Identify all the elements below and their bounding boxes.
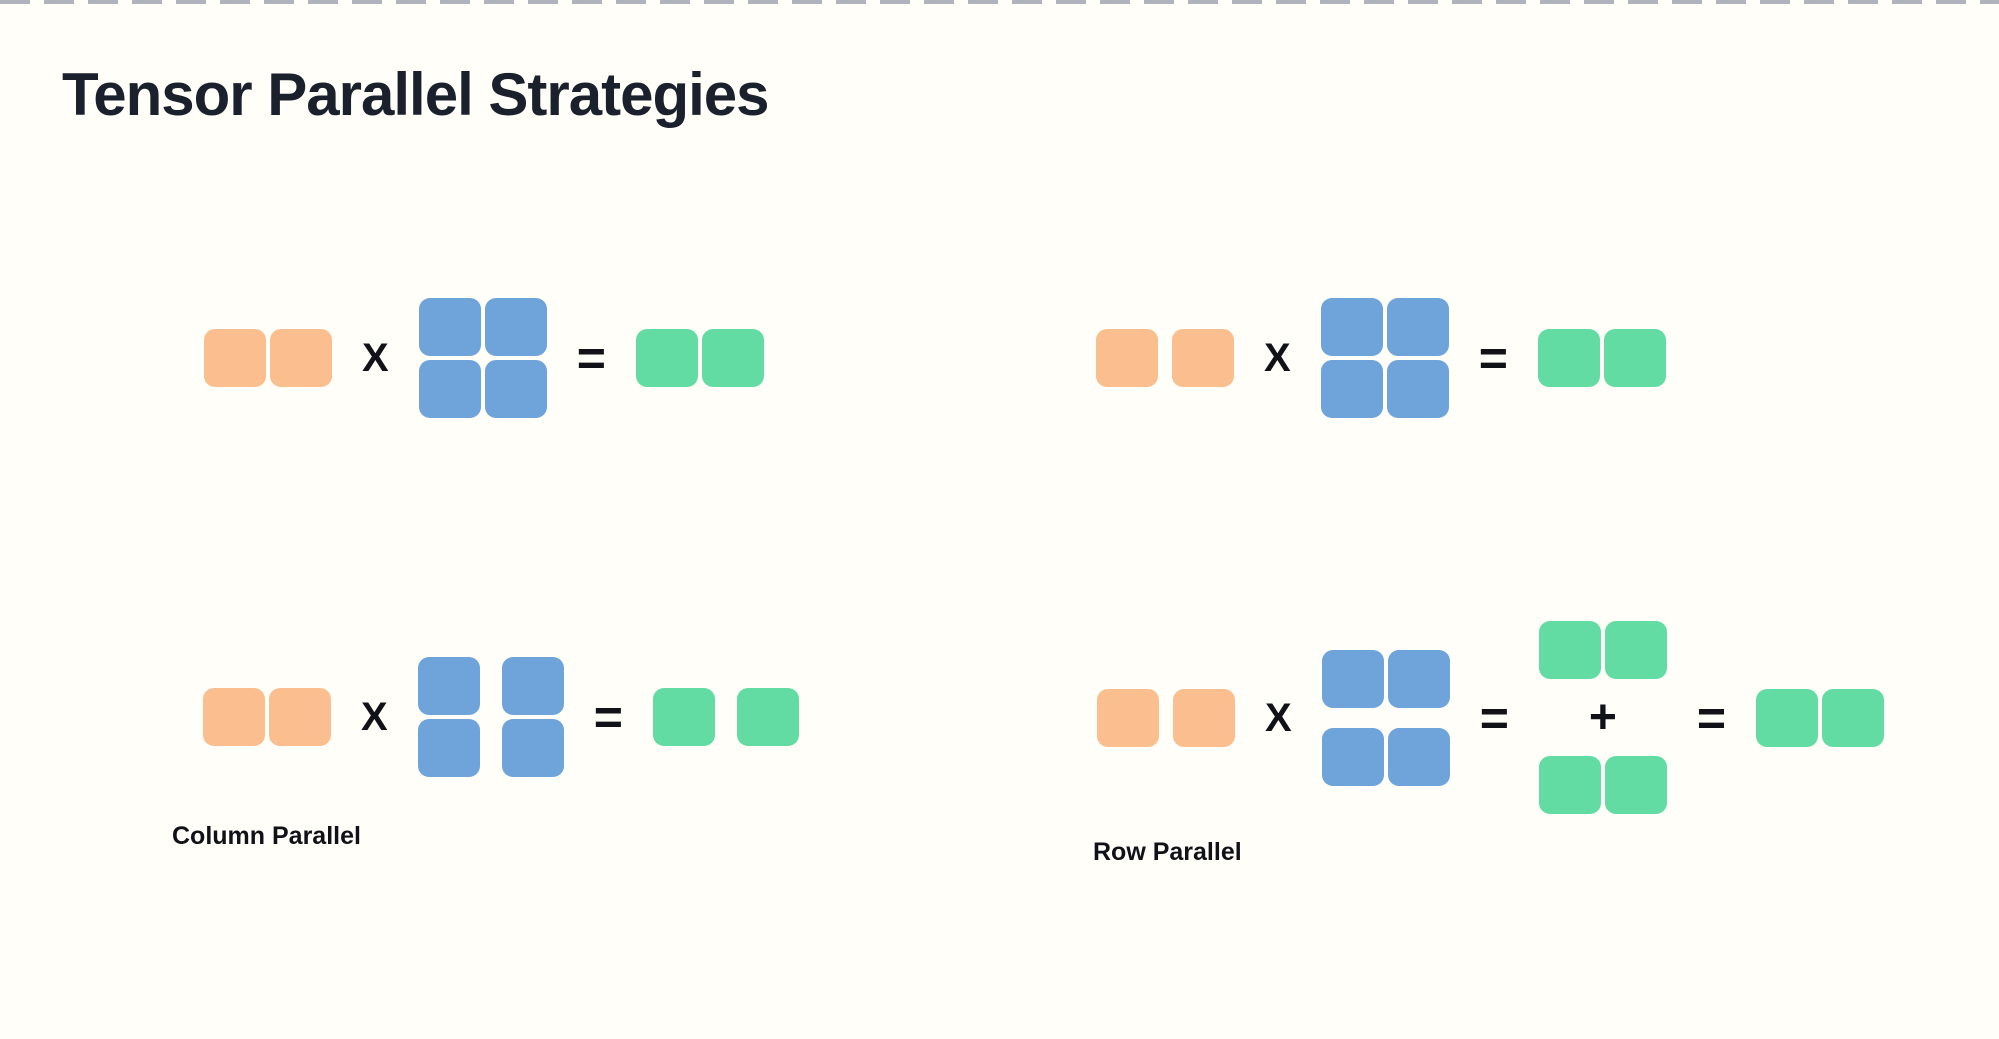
multiply-operator: X xyxy=(1264,336,1291,380)
output-vector-column-split-block xyxy=(652,688,715,746)
equals-operator: = xyxy=(1478,330,1508,386)
weight-matrix-block xyxy=(1320,298,1383,356)
weight-matrix-column-split-block xyxy=(501,719,564,777)
output-vector xyxy=(635,329,764,387)
weight-matrix-row-split-block xyxy=(1321,727,1384,786)
input-vector-block xyxy=(1172,329,1234,387)
weight-matrix-block xyxy=(1386,360,1449,418)
output-vector-block xyxy=(701,329,764,387)
basic-matmul-left: X= xyxy=(204,298,764,418)
output-vector xyxy=(1537,329,1666,387)
input-vector xyxy=(203,688,331,746)
multiply-operator: X xyxy=(1265,695,1292,740)
input-vector xyxy=(1096,329,1234,387)
partial-output-top xyxy=(1538,621,1667,679)
weight-matrix xyxy=(418,298,547,418)
input-vector-split xyxy=(1097,688,1235,747)
row-parallel: X = + = xyxy=(1097,621,1885,814)
column-parallel-label: Column Parallel xyxy=(172,822,361,850)
input-vector-block xyxy=(270,329,332,387)
plus-operator: + xyxy=(1588,691,1617,744)
weight-matrix-block xyxy=(418,360,481,418)
weight-matrix-column-split xyxy=(417,657,564,777)
output-vector-column-split xyxy=(652,688,799,746)
input-vector-block xyxy=(204,329,266,387)
output-vector-block xyxy=(635,329,698,387)
column-parallel: X= xyxy=(203,657,799,777)
partial-output-bottom-block xyxy=(1604,756,1667,814)
equals-operator: = xyxy=(576,330,606,386)
weight-matrix-column-split-block xyxy=(417,719,480,777)
input-vector-block xyxy=(1096,329,1158,387)
partial-output-top-block xyxy=(1604,621,1667,679)
weight-matrix-row-split-block xyxy=(1387,727,1450,786)
partial-output-top-block xyxy=(1538,621,1601,679)
weight-matrix-row-split-block xyxy=(1387,649,1450,708)
partial-sums-stack: + xyxy=(1538,621,1667,814)
input-vector-block xyxy=(203,688,265,746)
equals-operator: = xyxy=(1696,689,1727,746)
weight-matrix-row-split xyxy=(1321,649,1450,786)
weight-matrix-block xyxy=(1320,360,1383,418)
page-edge-dashes xyxy=(0,0,1999,4)
output-vector-block xyxy=(1756,688,1819,747)
input-vector-block xyxy=(269,688,331,746)
equals-operator: = xyxy=(1479,689,1509,746)
multiply-operator: X xyxy=(362,336,389,380)
weight-matrix-block xyxy=(484,298,547,356)
output-vector-block xyxy=(1822,688,1885,747)
weight-matrix-block xyxy=(484,360,547,418)
input-vector xyxy=(204,329,332,387)
weight-matrix xyxy=(1320,298,1449,418)
weight-matrix-row-split-block xyxy=(1321,649,1384,708)
weight-matrix-block xyxy=(418,298,481,356)
partial-output-bottom xyxy=(1538,756,1667,814)
partial-output-bottom-block xyxy=(1538,756,1601,814)
equals-operator: = xyxy=(593,689,623,745)
output-vector-column-split-block xyxy=(736,688,799,746)
output-vector-block xyxy=(1603,329,1666,387)
multiply-operator: X xyxy=(361,695,388,739)
output-vector-block xyxy=(1537,329,1600,387)
output-vector xyxy=(1756,688,1885,747)
row-parallel-label: Row Parallel xyxy=(1093,838,1242,866)
weight-matrix-column-split-block xyxy=(417,657,480,715)
input-vector-split-block xyxy=(1173,688,1235,747)
page-title: Tensor Parallel Strategies xyxy=(62,61,770,128)
input-vector-split-block xyxy=(1097,688,1159,747)
weight-matrix-block xyxy=(1386,298,1449,356)
basic-matmul-right: X= xyxy=(1096,298,1666,418)
weight-matrix-column-split-block xyxy=(501,657,564,715)
